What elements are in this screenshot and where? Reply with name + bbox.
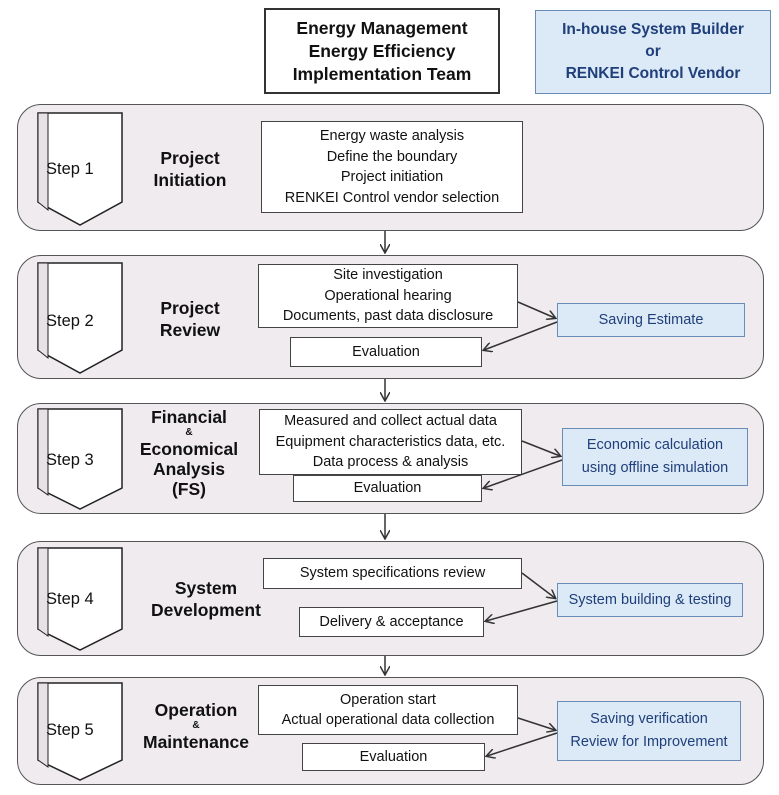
vendor-activity-line: Saving verification bbox=[590, 711, 708, 727]
step-chevron-icon bbox=[37, 547, 123, 651]
step-title-line: Operation bbox=[154, 700, 238, 720]
team-header-line: Energy Efficiency bbox=[308, 40, 456, 61]
step-title: Financial & Economical Analysis (FS) bbox=[126, 407, 252, 499]
step-label: Step 3 bbox=[46, 451, 94, 469]
evaluation-box: Evaluation bbox=[302, 743, 485, 771]
activity-box: System specifications review bbox=[263, 558, 522, 589]
activity-line: Define the boundary bbox=[326, 148, 458, 165]
step-title: System Development bbox=[146, 577, 266, 621]
step-chevron-icon bbox=[37, 682, 123, 781]
activity-box: Measured and collect actual data Equipme… bbox=[259, 409, 522, 475]
evaluation-box: Delivery & acceptance bbox=[299, 607, 484, 637]
activity-line: Operation start bbox=[340, 691, 436, 708]
activity-line: Operational hearing bbox=[324, 287, 452, 304]
step-title: Operation & Maintenance bbox=[134, 700, 258, 752]
step-title-line: & bbox=[185, 427, 193, 438]
activity-line: Project initiation bbox=[340, 169, 444, 185]
flow-arrow bbox=[487, 732, 558, 756]
step-title-line: Project bbox=[160, 148, 220, 168]
step-title-line: Project bbox=[160, 298, 220, 318]
step-title-line: Financial bbox=[151, 407, 227, 427]
flow-arrow bbox=[486, 600, 558, 621]
evaluation-label: Delivery & acceptance bbox=[319, 613, 464, 630]
activity-line: System specifications review bbox=[299, 565, 486, 582]
activity-line: Actual operational data collection bbox=[281, 712, 495, 728]
step-chevron-icon bbox=[37, 262, 123, 374]
team-header-line: Energy Management bbox=[296, 17, 468, 38]
vendor-activity-line: Saving Estimate bbox=[598, 311, 704, 328]
activity-line: Documents, past data disclosure bbox=[282, 308, 494, 325]
flow-arrow bbox=[517, 301, 555, 318]
step-title-line: Review bbox=[159, 320, 221, 340]
vendor-activity-line: Review for Improvement bbox=[570, 734, 728, 750]
step-label: Step 4 bbox=[46, 590, 94, 608]
vendor-activity-line: Economic calculation bbox=[586, 437, 724, 453]
flow-arrow bbox=[484, 459, 563, 488]
activity-line: RENKEI Control vendor selection bbox=[284, 189, 500, 206]
step-title-line: Development bbox=[151, 600, 261, 620]
evaluation-label: Evaluation bbox=[353, 480, 422, 497]
step-title-line: & bbox=[192, 720, 200, 731]
vendor-activity-box: Saving Estimate bbox=[557, 303, 745, 337]
activity-box: Operation start Actual operational data … bbox=[258, 685, 518, 735]
step-label: Step 5 bbox=[46, 721, 94, 739]
step-chevron-icon bbox=[37, 408, 123, 510]
step-title-line: Maintenance bbox=[143, 732, 249, 752]
vendor-header-line: In-house System Builder bbox=[562, 21, 744, 38]
activity-line: Data process & analysis bbox=[312, 454, 469, 471]
step-title-line: Initiation bbox=[153, 170, 227, 190]
flow-arrow bbox=[484, 321, 558, 350]
step-title: Project Review bbox=[134, 297, 246, 341]
team-header: Energy Management Energy Efficiency Impl… bbox=[264, 8, 500, 94]
vendor-activity-box: Economic calculation using offline simul… bbox=[562, 428, 748, 486]
activity-line: Equipment characteristics data, etc. bbox=[275, 433, 506, 450]
activity-line: Site investigation bbox=[333, 267, 443, 284]
vendor-header-line: RENKEI Control Vendor bbox=[565, 65, 741, 82]
activity-line: Measured and collect actual data bbox=[284, 413, 497, 430]
flow-arrow bbox=[517, 717, 555, 730]
evaluation-box: Evaluation bbox=[290, 337, 482, 367]
team-header-line: Implementation Team bbox=[292, 63, 472, 84]
step-chevron-icon bbox=[37, 112, 123, 226]
vendor-activity-box: System building & testing bbox=[557, 583, 743, 617]
vendor-activity-line: using offline simulation bbox=[581, 460, 729, 476]
flow-arrow bbox=[521, 572, 555, 598]
step-label: Step 1 bbox=[46, 160, 94, 178]
vendor-activity-line: System building & testing bbox=[568, 591, 732, 608]
evaluation-box: Evaluation bbox=[293, 475, 482, 502]
step-title: Project Initiation bbox=[134, 147, 246, 191]
activity-box: Site investigation Operational hearing D… bbox=[258, 264, 518, 328]
evaluation-label: Evaluation bbox=[359, 748, 428, 765]
step-label: Step 2 bbox=[46, 312, 94, 330]
vendor-header-line: or bbox=[645, 43, 661, 60]
step-title-line: Economical bbox=[139, 439, 239, 459]
step-title-line: Analysis bbox=[153, 459, 225, 479]
vendor-activity-box: Saving verification Review for Improveme… bbox=[557, 701, 741, 761]
activity-box: Energy waste analysis Define the boundar… bbox=[261, 121, 523, 213]
step-title-line: (FS) bbox=[171, 479, 207, 499]
evaluation-label: Evaluation bbox=[352, 343, 420, 360]
activity-line: Energy waste analysis bbox=[319, 128, 465, 144]
vendor-header: In-house System Builder or RENKEI Contro… bbox=[535, 10, 771, 94]
step-title-line: System bbox=[174, 578, 238, 598]
flow-arrow bbox=[521, 440, 560, 456]
